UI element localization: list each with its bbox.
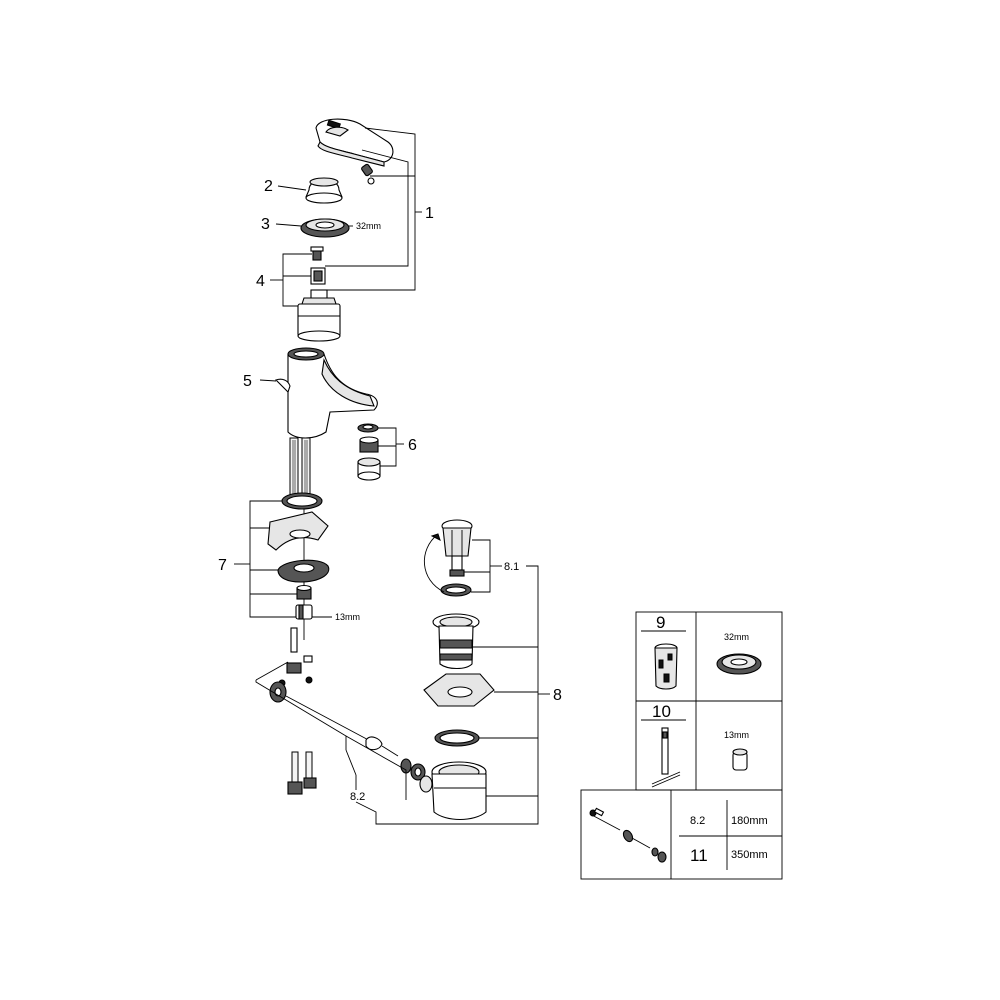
spare-item-10-number: 10 [652,702,671,721]
plug-cap [441,519,473,557]
grub-screw [361,163,375,185]
pivot-rod [285,695,399,757]
aerator-housing [357,457,381,481]
plug-stem [449,555,465,577]
spare-nut-13mm [732,748,748,771]
callout-2: 2 [264,178,273,195]
spare-cartridge-sleeve [654,643,678,690]
cartridge [297,289,341,342]
horseshoe-washer [277,559,330,583]
lever-handle [315,118,394,167]
waste-o-ring [434,729,480,747]
cartridge-screw [310,246,324,261]
supply-hose-ends [287,751,317,795]
waste-flange [432,613,480,670]
rod-clamp [278,655,313,687]
callout-8: 8 [553,687,562,704]
rod-row-1-number: 8.2 [690,815,705,827]
lift-rod [290,627,298,653]
retaining-nut-32mm [300,218,350,238]
waste-gasket [423,673,495,707]
callout-3: 3 [261,216,270,233]
mixer-body [274,347,378,439]
callout-6: 6 [408,437,417,454]
aerator-insert [359,436,379,453]
callout-7: 7 [218,557,227,574]
callout-1: 1 [425,205,434,222]
spare-t-key [651,727,681,788]
rod-row-1-length: 180mm [731,815,768,827]
rod-row-2-length: 350mm [731,849,768,861]
aerator-seal [357,423,379,433]
fixing-nut-13mm [295,604,313,620]
mounting-o-ring [281,492,323,510]
callout-5: 5 [243,373,252,390]
cover-cap [305,177,343,204]
spare-parts-table [580,611,783,880]
pivot-seal [400,758,426,781]
waste-body [419,761,487,821]
callout-8-1: 8.1 [504,561,519,573]
callout-8-2: 8.2 [350,791,365,803]
leader-lines [234,127,550,825]
dimension-13mm: 13mm [335,612,360,622]
arrow-head [430,533,441,541]
rod-row-2-number: 11 [690,846,708,865]
spare-item-9-number: 9 [656,613,665,632]
spare-nut-32mm [716,653,762,675]
plug-rotation-arrow [424,533,445,593]
mounting-gasket [267,511,329,551]
plug-seal [440,583,472,597]
threaded-sleeve [296,584,312,600]
spare-pivot-rod [589,807,667,863]
spare-item-10-size: 13mm [724,730,749,740]
callout-4: 4 [256,273,265,290]
cartridge-adapter [310,267,326,285]
dimension-32mm: 32mm [356,221,381,231]
spare-item-9-size: 32mm [724,632,749,642]
